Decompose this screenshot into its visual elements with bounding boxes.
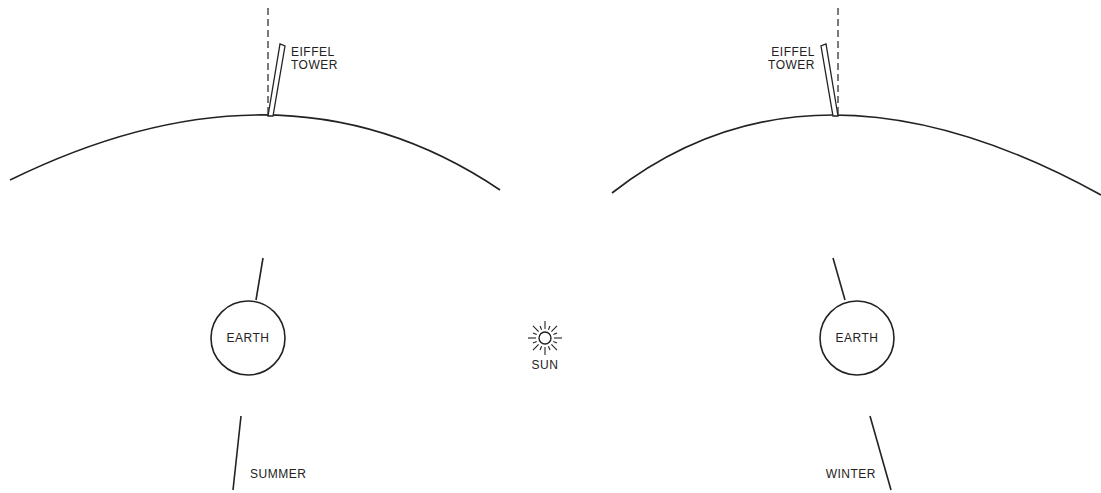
earth-circle: EARTH: [210, 300, 286, 376]
sun-ray: [528, 337, 536, 338]
tower-symbol: [821, 44, 838, 116]
earth-surface-arc: [10, 115, 500, 190]
sun-ray: [544, 321, 545, 329]
sun-ray: [554, 337, 562, 338]
node-label: EARTH: [210, 331, 286, 345]
node-label: EARTH: [819, 331, 895, 345]
tower-symbol: [268, 44, 285, 116]
season-label: WINTER: [826, 468, 876, 481]
sun-ray: [553, 333, 557, 335]
earth-surface-arc: [612, 115, 1101, 195]
sun-symbol: [528, 321, 562, 355]
sun-ray: [540, 346, 542, 350]
sun-ray: [533, 326, 539, 332]
earth-circle: EARTH: [819, 300, 895, 376]
earth-outline: [211, 301, 285, 375]
sun-ray: [548, 346, 550, 350]
sun-ray: [551, 344, 557, 350]
sun-ray: [533, 333, 537, 335]
sun-ray: [533, 341, 537, 343]
earth-outline: [820, 301, 894, 375]
earth-axis: [233, 416, 241, 490]
sun-ray: [548, 326, 550, 330]
sun-ray: [553, 341, 557, 343]
vertical-reference: [267, 8, 268, 115]
sun-ray: [551, 326, 557, 332]
sun-ray: [544, 347, 545, 355]
sun-disc: [539, 332, 551, 344]
tower-label: EIFFEL TOWER: [768, 46, 815, 71]
earth-axis: [256, 258, 263, 300]
vertical-reference: [837, 8, 838, 115]
sun-ray: [540, 326, 542, 330]
season-label: SUMMER: [250, 468, 306, 481]
sun-ray: [533, 344, 539, 350]
sun-label: SUN: [532, 359, 559, 372]
tower-label: EIFFEL TOWER: [291, 46, 338, 71]
earth-axis: [833, 258, 845, 300]
